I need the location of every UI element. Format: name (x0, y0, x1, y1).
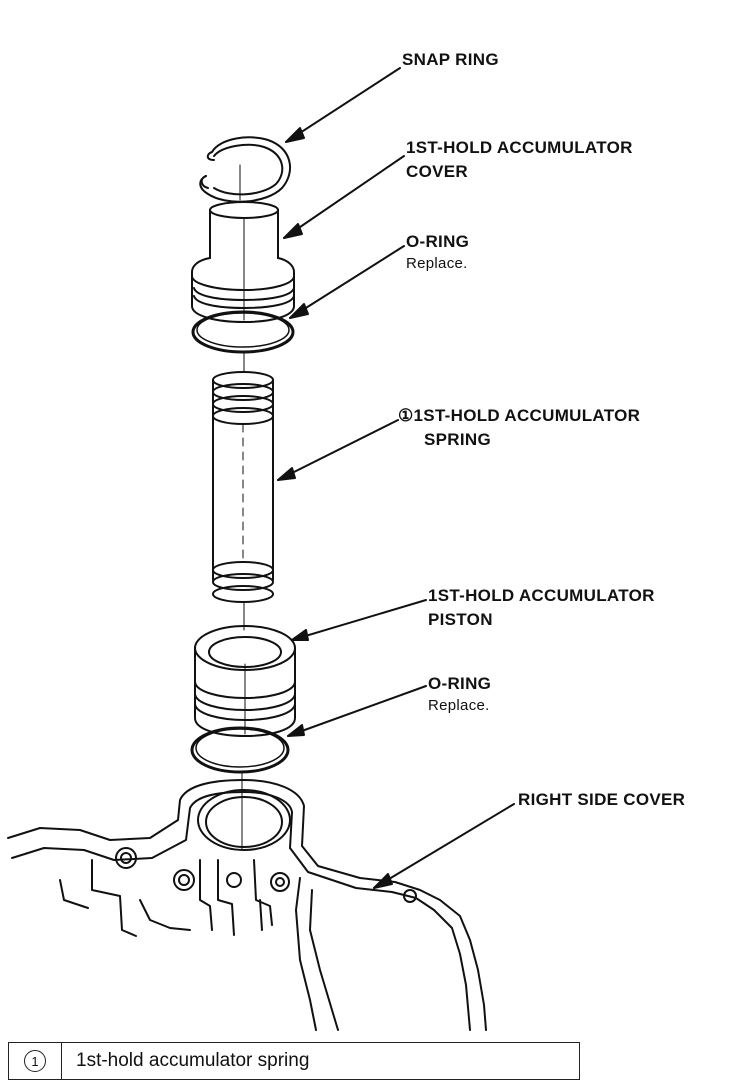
o-ring-top-note: Replace. (406, 255, 468, 272)
o-ring-bottom-part (190, 726, 290, 774)
label-right-side-cover: RIGHT SIDE COVER (518, 788, 685, 812)
right-side-cover-part (7, 779, 487, 1031)
label-accumulator-spring: ①1ST-HOLD ACCUMULATOR SPRING (398, 404, 640, 452)
spring-number-icon: ① (398, 406, 414, 425)
label-o-ring-bottom: O-RING Replace. (428, 672, 491, 716)
right-side-cover-text: RIGHT SIDE COVER (518, 790, 686, 809)
legend-description: 1st-hold accumulator spring (76, 1050, 310, 1071)
cover-text-line1: 1ST-HOLD ACCUMULATOR (406, 138, 633, 157)
spring-text-line1: 1ST-HOLD ACCUMULATOR (413, 406, 641, 425)
legend-number-circle: 1 (24, 1050, 46, 1072)
exploded-view-diagram (7, 67, 515, 1031)
snap-ring-part (199, 136, 291, 203)
o-ring-top-text: O-RING (406, 232, 470, 251)
accumulator-cover-part (191, 201, 295, 323)
snap-ring-text: SNAP RING (402, 50, 499, 69)
spring-text-line2: SPRING (424, 430, 491, 449)
label-snap-ring: SNAP RING (402, 48, 499, 72)
label-accumulator-cover: 1ST-HOLD ACCUMULATOR COVER (406, 136, 633, 184)
cover-text-line2: COVER (406, 162, 468, 181)
piston-text-line2: PISTON (428, 610, 493, 629)
o-ring-bottom-note: Replace. (428, 697, 490, 714)
legend-number-cell: 1 (9, 1043, 62, 1079)
label-o-ring-top: O-RING Replace. (406, 230, 469, 274)
label-accumulator-piston: 1ST-HOLD ACCUMULATOR PISTON (428, 584, 655, 632)
legend-table: 1 1st-hold accumulator spring (8, 1042, 580, 1080)
o-ring-bottom-text: O-RING (428, 674, 492, 693)
piston-text-line1: 1ST-HOLD ACCUMULATOR (428, 586, 655, 605)
o-ring-top-part (191, 310, 295, 354)
leader-arrows (277, 67, 515, 889)
accumulator-spring-part (212, 371, 274, 603)
accumulator-piston-part (194, 625, 296, 737)
